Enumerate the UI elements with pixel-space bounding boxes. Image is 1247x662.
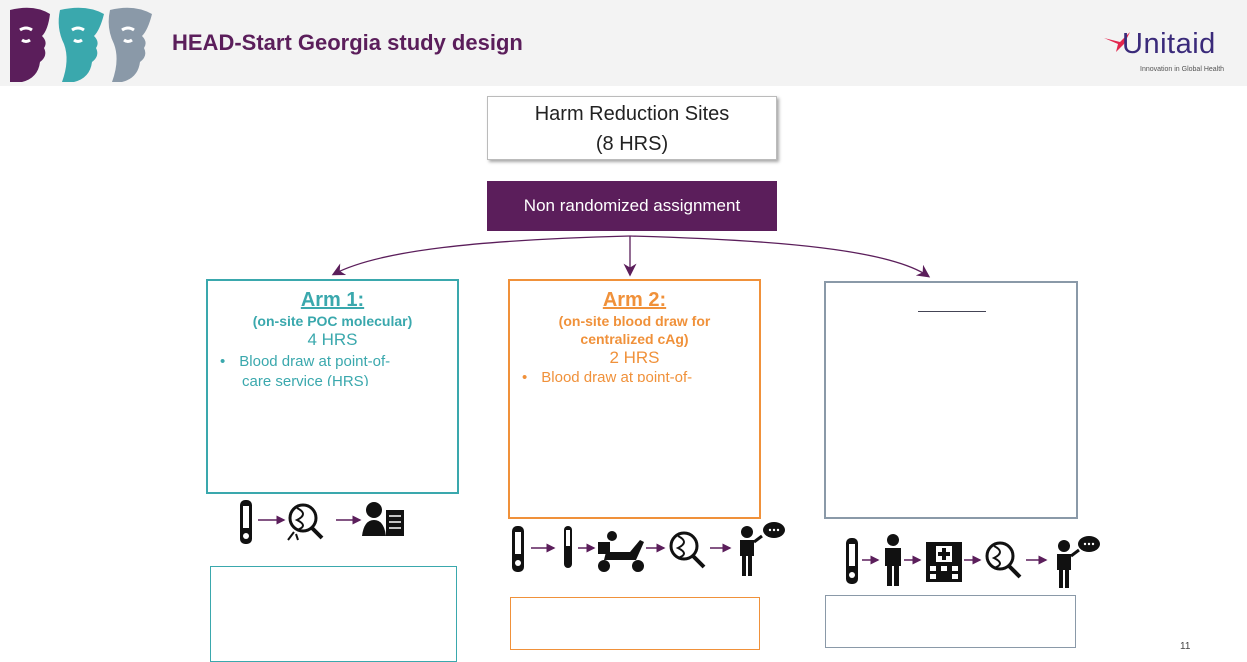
unitaid-logo: Unitaid Innovation in Global Health: [1100, 22, 1246, 80]
person-icon: [885, 534, 901, 586]
connectors: [331, 235, 931, 278]
arm-3-detail-box: [825, 595, 1076, 648]
dna-magnifier-icon: [985, 541, 1022, 579]
person-speaking-icon: [740, 522, 785, 576]
page-number: 11: [1180, 641, 1191, 652]
hospital-icon: [926, 542, 962, 582]
arm-2-title: Arm 2:: [602, 289, 667, 311]
sample-tube-icon: [240, 500, 252, 544]
arm-1-box: Arm 1: (on-site POC molecular) 4 HRS •Bl…: [206, 279, 459, 494]
harm-reduction-label: Harm Reduction Sites: [534, 103, 730, 125]
workflow-arm2: [512, 522, 785, 576]
arm-1-subtitle: (on-site POC molecular): [252, 313, 413, 329]
workflow-arm1: [240, 500, 404, 544]
bullet-icon: •: [522, 370, 528, 382]
arm-1-bullets: •Blood draw at point-of- care service (H…: [220, 352, 445, 386]
arm-2-detail-box: [510, 597, 760, 650]
hummingbird-icon: [1104, 32, 1130, 52]
arm-2-hrs: 2 HRS: [609, 348, 660, 367]
arm-1-detail-box: [210, 566, 457, 662]
courier-scooter-icon: [598, 531, 644, 572]
assignment-box: Non randomized assignment: [487, 181, 777, 231]
arm-1-hrs: 4 HRS: [307, 330, 358, 349]
logo-text: Unitaid: [1122, 28, 1216, 60]
list-item: •Blood draw at point-of-: [522, 370, 747, 382]
person-speaking-icon: [1057, 536, 1100, 588]
test-tube-icon: [564, 526, 572, 568]
faces-logo: [10, 7, 152, 82]
harm-reduction-sites-box: Harm Reduction Sites (8 HRS): [487, 96, 777, 160]
dna-magnifier-icon: [669, 531, 706, 569]
arm-3-box: [824, 281, 1078, 519]
arm-2-box: Arm 2: (on-site blood draw for centraliz…: [508, 279, 761, 519]
harm-reduction-count: (8 HRS): [595, 133, 669, 155]
list-item: care service (HRS): [242, 373, 369, 386]
arm-1-title: Arm 1:: [300, 289, 365, 311]
sample-tube-icon: [512, 526, 524, 572]
bullet-icon: •: [220, 353, 226, 370]
page-title: HEAD-Start Georgia study design: [172, 30, 523, 55]
sample-tube-icon: [846, 538, 858, 584]
workflow-arm3: [846, 534, 1100, 588]
arm-3-title-underline: [918, 311, 986, 312]
slide-header: [0, 0, 1247, 86]
list-item: •Blood draw at point-of-: [220, 353, 391, 370]
dna-magnifier-icon: [287, 503, 324, 541]
arm-2-subtitle: (on-site blood draw for centralized cAg): [558, 313, 711, 347]
arm-2-bullets: •Blood draw at point-of-: [522, 370, 747, 382]
logo-tagline: Innovation in Global Health: [1140, 66, 1225, 73]
doctor-result-icon: [362, 502, 404, 536]
